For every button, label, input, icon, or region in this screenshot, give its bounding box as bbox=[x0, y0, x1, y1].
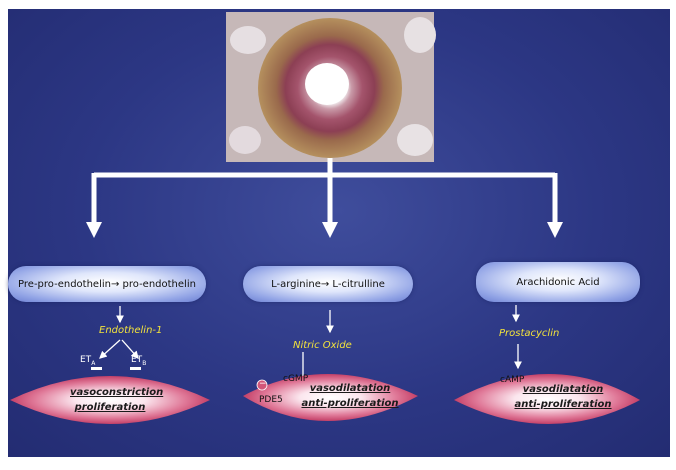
effects-2: vasodilatation anti-proliferation bbox=[300, 381, 400, 411]
inhibition-circle bbox=[256, 379, 268, 391]
precursor-label: Pre-pro-endothelin→ pro-endothelin bbox=[18, 278, 196, 290]
etb-receptor-bar bbox=[130, 367, 141, 370]
mediator-prostacyclin: Prostacyclin bbox=[499, 328, 560, 339]
effect-label: anti-proliferation bbox=[301, 398, 399, 409]
effect-label: vasodilatation bbox=[522, 384, 604, 395]
precursor-label: Arachidonic Acid bbox=[516, 276, 600, 288]
pill-endothelin: Pre-pro-endothelin→ pro-endothelin bbox=[8, 266, 206, 302]
effect-label: vasoconstriction bbox=[70, 387, 164, 398]
effects-3: vasodilatation anti-proliferation bbox=[513, 382, 613, 412]
pill-nitric-oxide: L-arginine→ L-citrulline bbox=[243, 266, 413, 302]
effects-1: vasoconstriction proliferation bbox=[70, 385, 164, 415]
eta-receptor-bar bbox=[91, 367, 102, 370]
mediator-endothelin: Endothelin-1 bbox=[99, 325, 163, 336]
pill-prostacyclin: Arachidonic Acid bbox=[476, 262, 640, 302]
cell-3 bbox=[454, 374, 640, 424]
second-messenger-cgmp: cGMP bbox=[283, 374, 309, 384]
effect-label: proliferation bbox=[74, 402, 146, 413]
branch-arrows bbox=[91, 158, 558, 224]
mediator-nitric-oxide: Nitric Oxide bbox=[293, 340, 352, 351]
receptor-eta: ETA bbox=[80, 355, 96, 367]
precursor-label: L-arginine→ L-citrulline bbox=[271, 278, 385, 290]
enzyme-pde5: PDE5 bbox=[259, 395, 283, 405]
effect-label: vasodilatation bbox=[309, 383, 391, 394]
second-messenger-camp: cAMP bbox=[500, 375, 525, 385]
branch-arrowheads bbox=[86, 222, 563, 238]
effect-label: anti-proliferation bbox=[514, 399, 612, 410]
micrograph bbox=[226, 12, 436, 162]
cell-2 bbox=[243, 374, 418, 421]
inhibit-symbol: − bbox=[259, 379, 267, 389]
receptor-etb: ETB bbox=[131, 355, 147, 367]
cell-1 bbox=[10, 376, 210, 424]
